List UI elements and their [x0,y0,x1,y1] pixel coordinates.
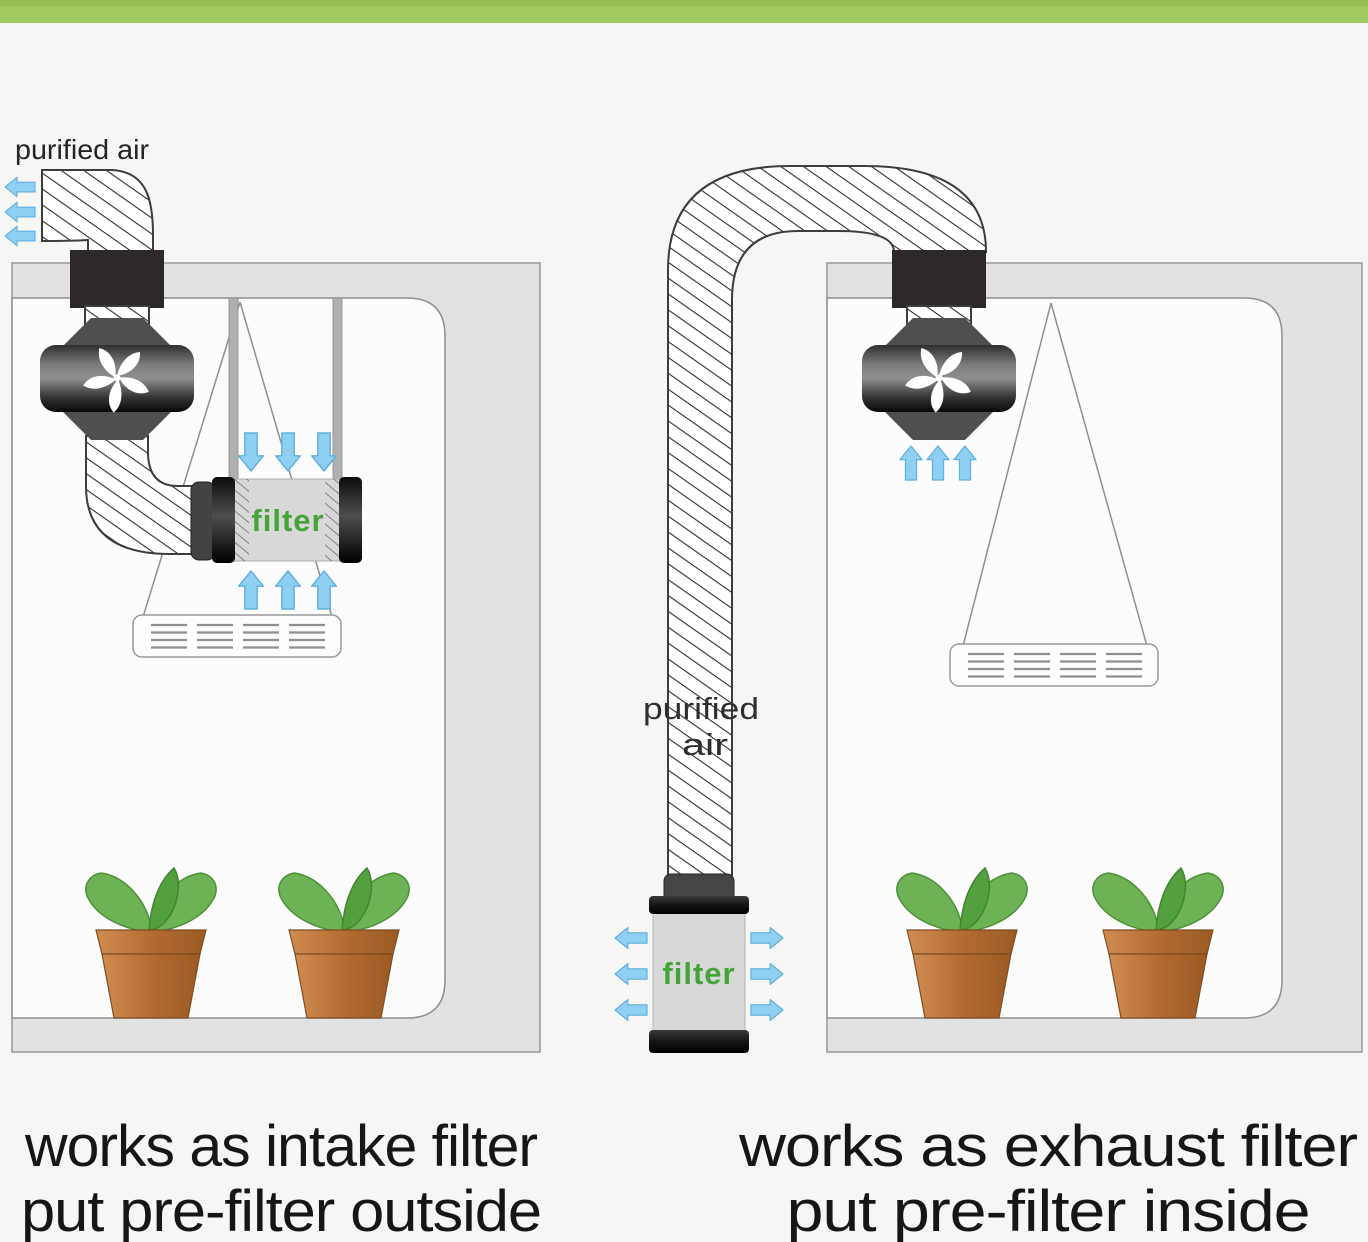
right-light-suspension-wires [962,302,1148,647]
right-caption-line2: put pre-filter inside [787,1179,1310,1242]
right-grow-light [948,642,1160,688]
right-duct-label: purified air [643,691,759,762]
middle-filter: filter [649,873,749,1053]
left-filter: filter [212,477,362,563]
header-bar [0,0,1368,23]
purified-air-arrows-left [4,176,36,247]
filter-label: filter [251,503,324,538]
right-fan-intake-arrows [899,445,977,481]
left-caption-line2: put pre-filter outside [21,1179,541,1242]
right-arch-duct [667,165,988,877]
left-caption-line1: works as intake filter [24,1114,538,1179]
purified-air-label: purified [643,691,759,726]
left-elbow-duct [85,435,197,555]
right-caption: works as exhaust filter put pre-filter i… [738,1114,1359,1242]
left-exhaust-duct [41,169,154,259]
left-duct-collar [190,481,216,561]
purified-air-label: air [682,727,728,762]
right-caption-line1: works as exhaust filter [738,1114,1358,1179]
left-grow-light [131,613,343,659]
left-caption: works as intake filter put pre-filter ou… [21,1114,542,1242]
filter-label: filter [662,956,735,991]
purified-air-label: purified air [15,134,149,165]
